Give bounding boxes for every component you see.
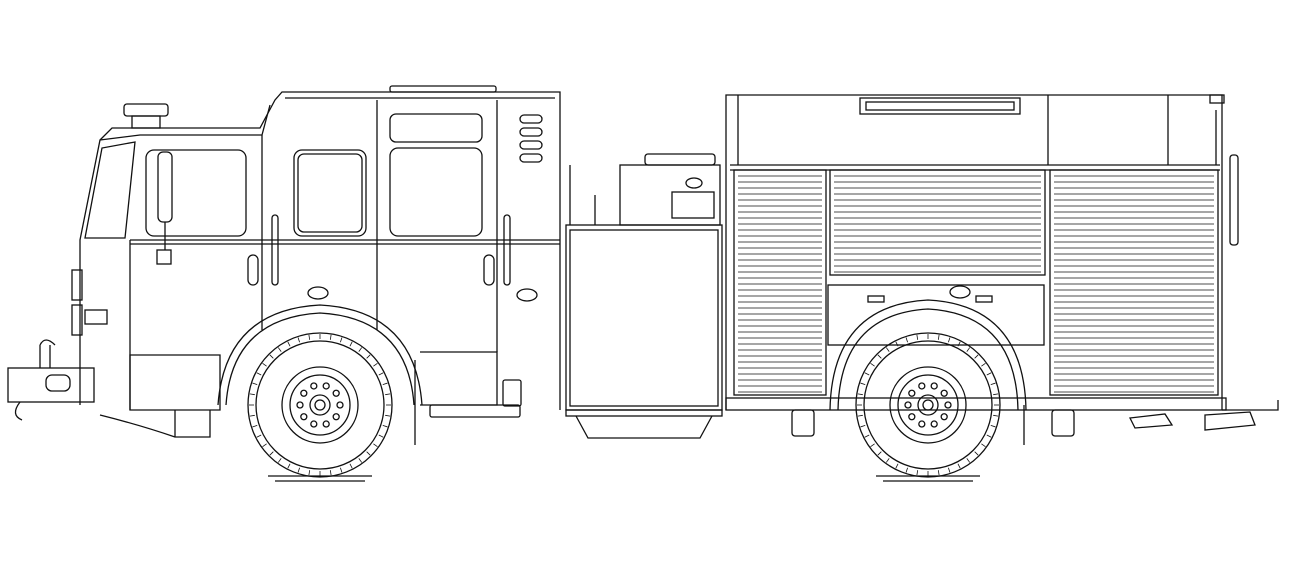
roller-door-slats	[738, 175, 1214, 393]
front-fender	[217, 304, 423, 406]
cab	[7, 85, 561, 445]
pump-panel	[565, 153, 723, 439]
front-wheel	[247, 332, 393, 478]
ground-line	[268, 475, 980, 482]
rear-body	[725, 94, 1279, 445]
rear-wheel	[855, 332, 1001, 478]
rear-fender	[829, 299, 1027, 411]
